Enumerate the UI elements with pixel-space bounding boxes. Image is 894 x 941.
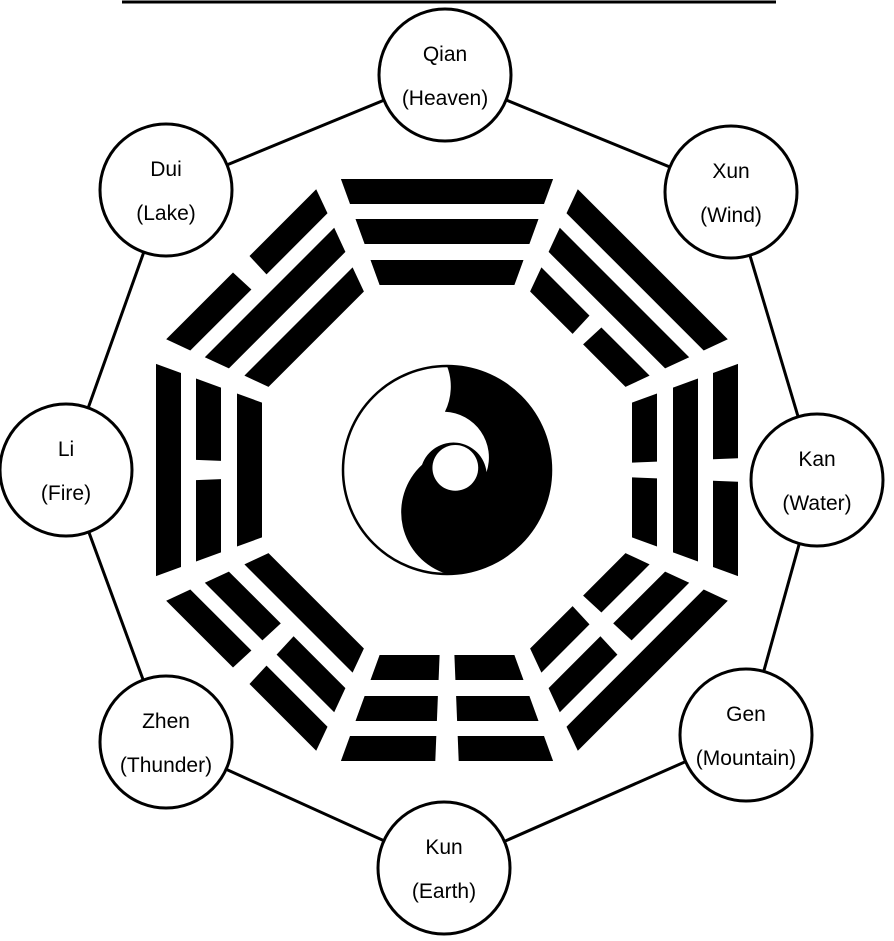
bar-xun-3-a (530, 267, 590, 334)
node-name: Qian (423, 43, 467, 66)
bar-xun-3-b (583, 327, 650, 387)
node-dui: Dui (Lake) (98, 122, 234, 258)
bar-zhen-1-b (166, 589, 252, 668)
bar-kun-3-a (454, 655, 524, 680)
node-kun: Kun (Earth) (376, 800, 512, 936)
bar-kan-3-b (632, 477, 657, 547)
bar-qian-3 (370, 260, 524, 285)
node-circle (98, 122, 234, 258)
bar-zhen-2-b (204, 571, 281, 641)
bar-dui-2 (204, 227, 346, 369)
bar-kun-2-b (355, 696, 438, 721)
node-meaning: (Fire) (41, 482, 91, 505)
bar-kun-3-b (370, 655, 440, 680)
node-meaning: (Water) (782, 492, 851, 515)
node-circle (0, 402, 134, 538)
bar-gen-3-a (583, 553, 650, 613)
node-name: Kan (798, 448, 835, 471)
bar-qian-1 (340, 179, 554, 204)
node-meaning: (Thunder) (120, 754, 212, 777)
node-circle (376, 800, 512, 936)
trigram-kun (340, 655, 554, 761)
trigram-nodes: Qian (Heaven) Xun (Wind) Kan (Water) Gen (Mount… (0, 7, 885, 936)
bar-gen-3-b (530, 606, 590, 673)
node-name: Gen (726, 703, 766, 726)
trigram-gen (530, 553, 728, 751)
bar-dui-1-a (166, 272, 252, 351)
trigram-bars (156, 179, 738, 761)
bar-kun-1-a (457, 736, 554, 761)
node-name: Zhen (142, 710, 190, 733)
trigram-qian (340, 179, 554, 285)
taiji-symbol (341, 364, 553, 576)
node-qian: Qian (Heaven) (377, 7, 513, 143)
bar-kan-1-b (713, 480, 738, 577)
bar-dui-3 (244, 267, 364, 387)
bar-li-1 (156, 363, 181, 577)
bar-li-2-b (196, 378, 221, 461)
node-meaning: (Earth) (412, 880, 476, 903)
node-circle (678, 667, 814, 803)
bar-kan-3-a (632, 393, 657, 463)
node-meaning: (Mountain) (696, 747, 796, 770)
node-kan: Kan (Water) (749, 412, 885, 548)
node-circle (377, 7, 513, 143)
bar-xun-1 (566, 189, 728, 351)
bar-zhen-2-a (276, 636, 346, 713)
node-name: Dui (150, 158, 182, 181)
bar-zhen-1-a (249, 665, 328, 751)
node-name: Xun (712, 160, 749, 183)
node-name: Kun (425, 836, 462, 859)
bar-li-3 (237, 393, 262, 547)
node-gen: Gen (Mountain) (678, 667, 814, 803)
node-zhen: Zhen (Thunder) (98, 674, 234, 810)
trigram-li (156, 363, 262, 577)
node-meaning: (Wind) (700, 204, 762, 227)
bar-gen-2-b (548, 636, 618, 713)
bar-kan-1-a (713, 363, 738, 460)
trigram-zhen (166, 553, 364, 751)
bar-gen-2-a (613, 571, 690, 641)
node-meaning: (Heaven) (402, 87, 488, 110)
node-li: Li (Fire) (0, 402, 134, 538)
node-name: Li (58, 438, 74, 461)
trigram-dui (166, 189, 364, 387)
taiji-eye (432, 445, 479, 491)
node-circle (663, 124, 799, 260)
bar-kun-1-b (340, 736, 437, 761)
bar-xun-2 (548, 227, 690, 369)
bar-zhen-3 (244, 553, 364, 673)
bar-gen-1 (566, 589, 728, 751)
node-circle (749, 412, 885, 548)
bar-kan-2 (673, 378, 698, 562)
bar-dui-1-b (249, 189, 328, 275)
bar-li-2-a (196, 479, 221, 562)
bar-kun-2-a (456, 696, 539, 721)
trigram-kan (632, 363, 738, 577)
trigram-xun (530, 189, 728, 387)
node-meaning: (Lake) (136, 202, 196, 225)
node-xun: Xun (Wind) (663, 124, 799, 260)
node-circle (98, 674, 234, 810)
bar-qian-2 (355, 219, 539, 244)
